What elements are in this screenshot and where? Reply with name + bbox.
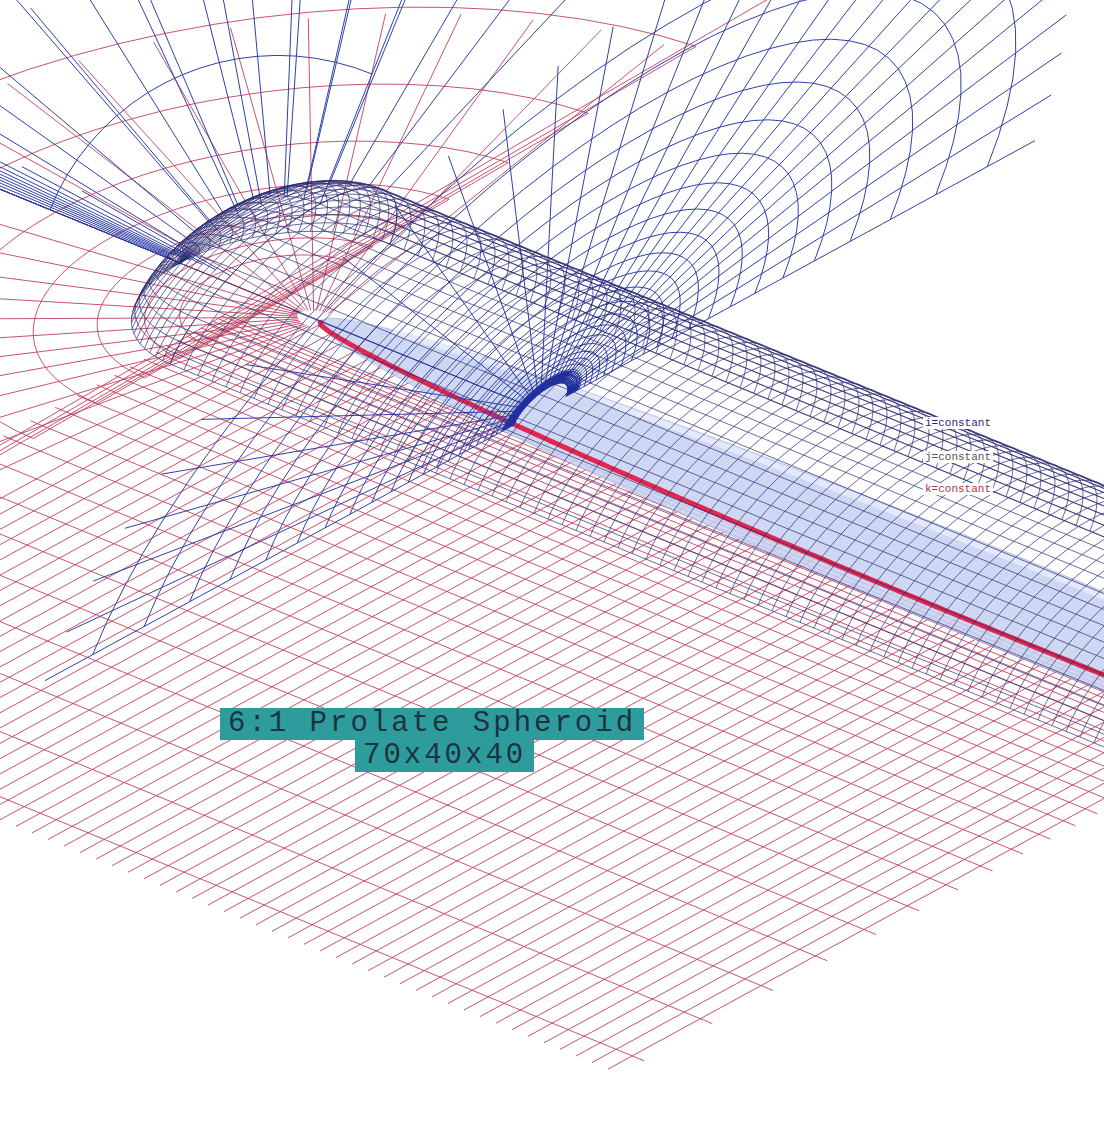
legend-note: k=constant	[923, 483, 993, 495]
outer-grid-shell	[131, 180, 1104, 774]
grid-lines	[503, 371, 580, 431]
i-plane-grid	[0, 0, 1066, 681]
plate-text: 6:1 Prolate Spheroid	[220, 708, 644, 740]
title-plate: 6:1 Prolate Spheroid70x40x40	[220, 708, 644, 772]
plate-text: 70x40x40	[355, 740, 534, 772]
grid-lines	[131, 180, 1104, 774]
legend-note: i=constant	[923, 417, 993, 429]
legend-note: j=constant	[923, 451, 993, 463]
grid-lines	[0, 0, 1066, 681]
